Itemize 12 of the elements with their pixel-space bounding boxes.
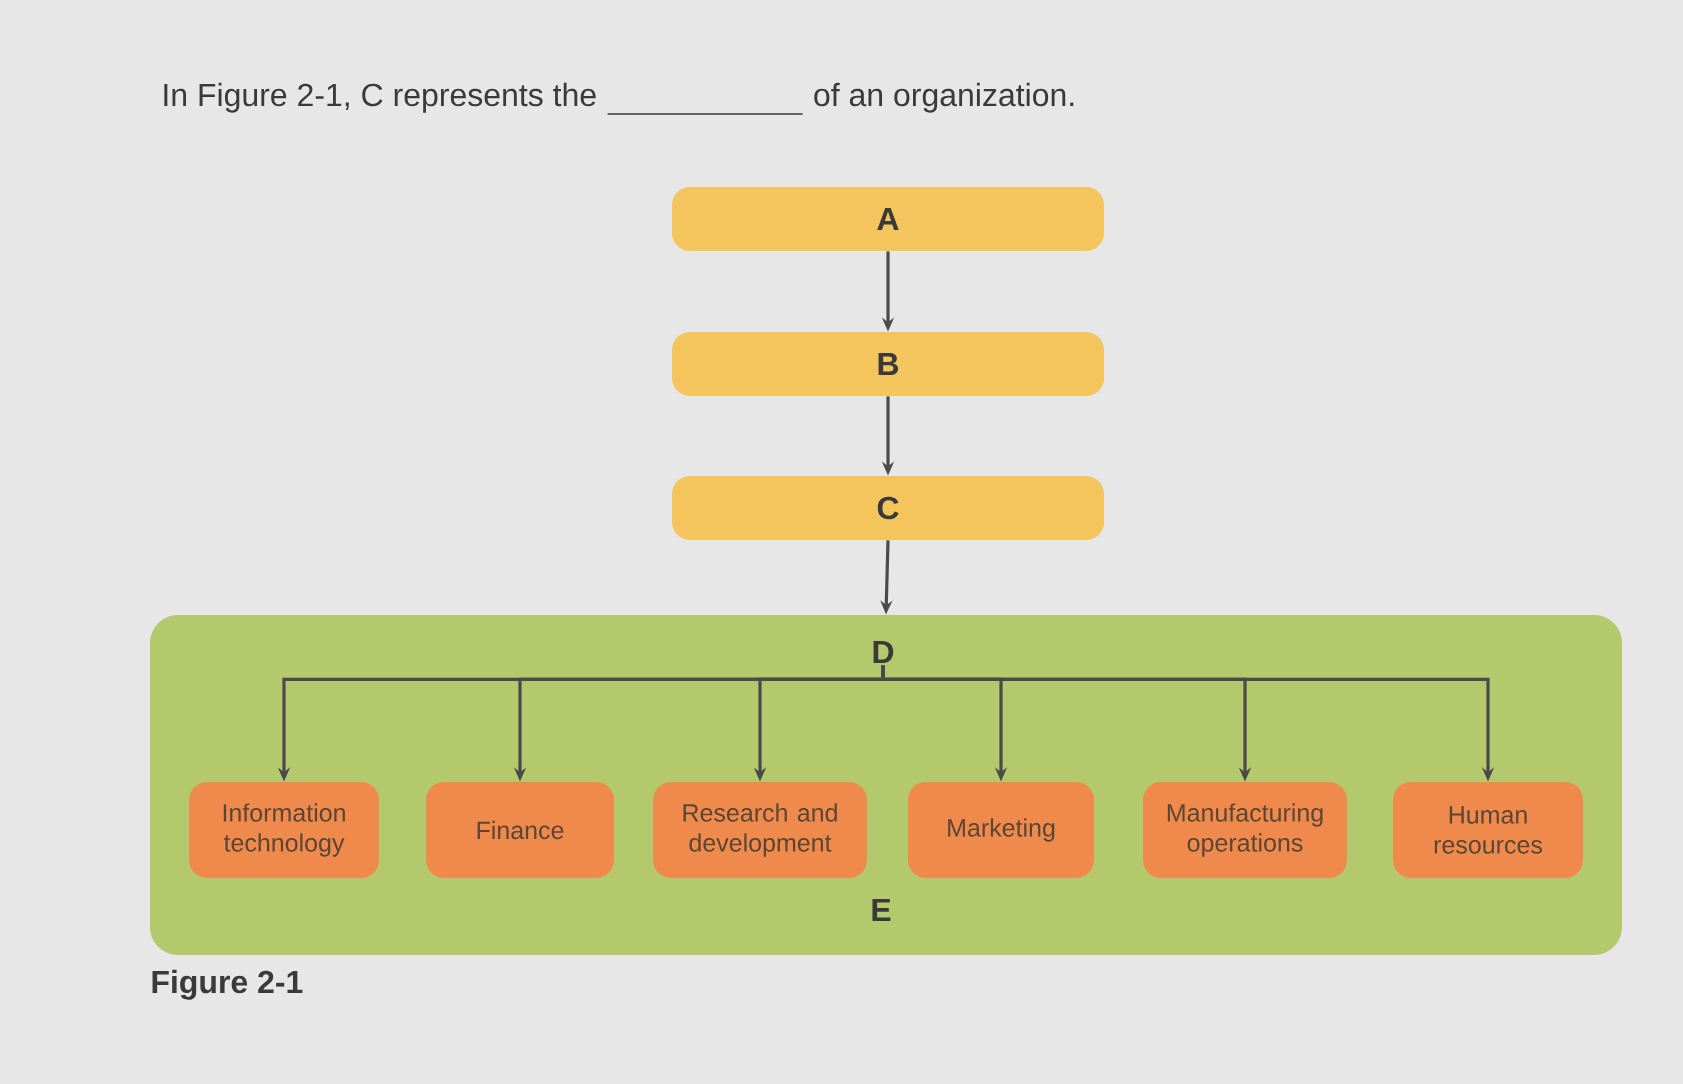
department-box: Human resources [1393,782,1583,878]
question-text: of an organization. [814,82,1074,113]
department-box: Marketing [908,782,1094,878]
department-box: Information technology [189,782,379,878]
level-box: C [672,476,1104,540]
department-box: Finance [426,782,614,878]
figure-caption: Figure 2-1 [152,969,303,1000]
department-box: Manufacturing operations [1143,782,1347,878]
level-box: A [672,187,1104,251]
question-text: In Figure 2-1, C represents the [164,82,596,113]
department-box: Research and development [653,782,867,878]
level-box: B [672,332,1104,396]
